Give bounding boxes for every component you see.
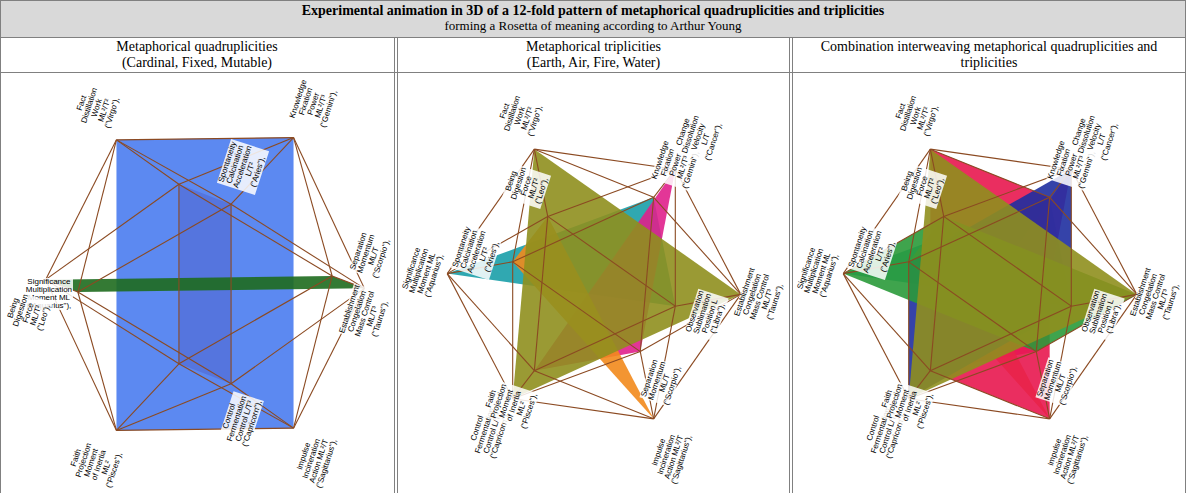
- wireframe-edge: [930, 371, 1049, 419]
- vertex-label: Spontaneity Calcination Acceleration L/T…: [451, 224, 503, 280]
- row-rule: [0, 72, 1186, 73]
- vertex-label: Fact Distillation Work ML²/T² ("Virgo"),: [72, 83, 122, 132]
- wireframe-edge: [843, 274, 930, 371]
- icosahedron-illustration: [46, 138, 1137, 431]
- wireframe-edge: [78, 292, 117, 430]
- colored-plane: [46, 276, 365, 292]
- wireframe-edge: [78, 204, 231, 292]
- wireframe-edge: [447, 274, 534, 371]
- panel-illustration: [843, 149, 1137, 419]
- vertex-label: Control Fermentation Control L/T³ ("Capr…: [218, 391, 264, 448]
- wireframe-edge: [944, 216, 1072, 306]
- wireframe-edge: [46, 140, 117, 280]
- wireframe-edge: [116, 364, 178, 431]
- wireframe-edge: [513, 262, 641, 352]
- wireframe-edge: [930, 149, 1049, 197]
- vertex-label: Separation Momentum ML/T ("Scorpio"),: [1036, 357, 1080, 407]
- vertex-label: Spontaneity Calcination Acceleration L/T…: [217, 139, 269, 195]
- wireframe-edge: [534, 216, 547, 370]
- wireframe-edge: [116, 384, 231, 431]
- column-rule: [397, 37, 398, 493]
- wireframe-edge: [534, 149, 653, 197]
- header-cell: Metaphorical quadruplicities(Cardinal, F…: [0, 38, 394, 72]
- wireframe-edge: [930, 216, 943, 370]
- wireframe-edge: [178, 184, 179, 364]
- wireframe-edge: [1071, 169, 1072, 306]
- column-heading: Metaphorical triplicities: [526, 39, 661, 55]
- panel-illustration: [46, 138, 365, 431]
- vertex-label: Impulse Incineration Action ML²/T ("Sagi…: [647, 426, 694, 486]
- wireframe-edge: [46, 184, 179, 279]
- wireframe-edge: [116, 140, 178, 184]
- vertex-label: Separation Momentum ML/T ("Scorpio"),: [640, 357, 684, 407]
- column-heading: (Earth, Air, Fire, Water): [527, 55, 660, 71]
- vertex-label: Significance Multiplication Moment ML ("…: [795, 244, 840, 300]
- wireframe-edge: [231, 204, 232, 384]
- wireframe-edge: [1036, 197, 1049, 351]
- vertex-label: Fact Distillation Work ML²/T² ("Virgo"),: [495, 91, 545, 140]
- vertex-label: Establishment Congelation Mass Control M…: [1129, 266, 1183, 328]
- column-heading: Combination interweaving metaphorical qu…: [799, 39, 1179, 71]
- title-cell: Experimental animation in 3D of a 12-fol…: [0, 0, 1186, 37]
- vertex-label: Faith Projection Moment of Inertia ML² (…: [66, 438, 124, 490]
- wireframe-edge: [640, 197, 653, 351]
- title-text: Experimental animation in 3D of a 12-fol…: [302, 3, 885, 19]
- vertex-label: Observation Sublimation Position L ("Lib…: [1080, 288, 1124, 341]
- column-rule: [792, 37, 793, 493]
- vertex-label: Spontaneity Calcination Acceleration L/T…: [847, 224, 899, 280]
- vertex-label: Establishment Congelation Mass Control M…: [338, 283, 392, 345]
- wireframe-edge: [294, 276, 333, 428]
- wireframe-edge: [179, 276, 332, 364]
- row-rule: [0, 37, 1186, 38]
- vertex-label: Separation Momentum ML/T ("Scorpio"),: [349, 230, 393, 280]
- column-heading: Metaphorical quadruplicities: [116, 39, 277, 55]
- column-rule: [789, 37, 790, 493]
- vertex-label: Establishment Congelation Mass Control M…: [733, 266, 787, 328]
- wireframe-edge: [908, 262, 909, 399]
- vertex-label: Observation Sublimation Position L ("Lib…: [684, 288, 728, 341]
- wireframe-edge: [548, 216, 676, 306]
- vertex-label: Significance Multiplication Moment ML ("…: [400, 244, 445, 300]
- wireframe-edge: [512, 262, 513, 399]
- title-band: [0, 0, 1186, 37]
- vertex-label: Being Digestion Force ML/T² ("Leo"),: [503, 163, 552, 209]
- wireframe-edge: [179, 184, 332, 276]
- wireframe-edge: [116, 140, 231, 204]
- panel-illustration: [447, 149, 741, 419]
- vertex-label: Impulse Incineration Action ML²/T ("Sagi…: [1043, 426, 1090, 486]
- subtitle-text: forming a Rosetta of meaning according t…: [444, 19, 741, 34]
- wireframe-edge: [78, 140, 117, 292]
- vertex-label: Knowledge Fixation Power ML²/T³ ("Gemini…: [288, 78, 339, 130]
- wireframe-edge: [675, 169, 676, 306]
- header-cell: Metaphorical triplicities(Earth, Air, Fi…: [398, 38, 789, 72]
- wireframe-edge: [534, 371, 653, 419]
- vertex-label: Fact Distillation Work ML²/T² ("Virgo"),: [891, 91, 941, 140]
- wireframe-edge: [909, 262, 1037, 352]
- column-heading: (Cardinal, Fixed, Mutable): [122, 55, 272, 71]
- vertex-label: Impulse Incineration Action ML²/T ("Sagi…: [292, 430, 339, 490]
- wireframe-edge: [78, 292, 231, 384]
- wireframe-edge: [116, 138, 293, 140]
- vertex-label: Being Digestion Force ML/T² ("Leo"),: [899, 163, 948, 209]
- wireframe-edge: [116, 428, 293, 430]
- column-rule: [394, 37, 395, 493]
- wireframe-edge: [231, 288, 364, 383]
- header-cell: Combination interweaving metaphorical qu…: [793, 38, 1185, 72]
